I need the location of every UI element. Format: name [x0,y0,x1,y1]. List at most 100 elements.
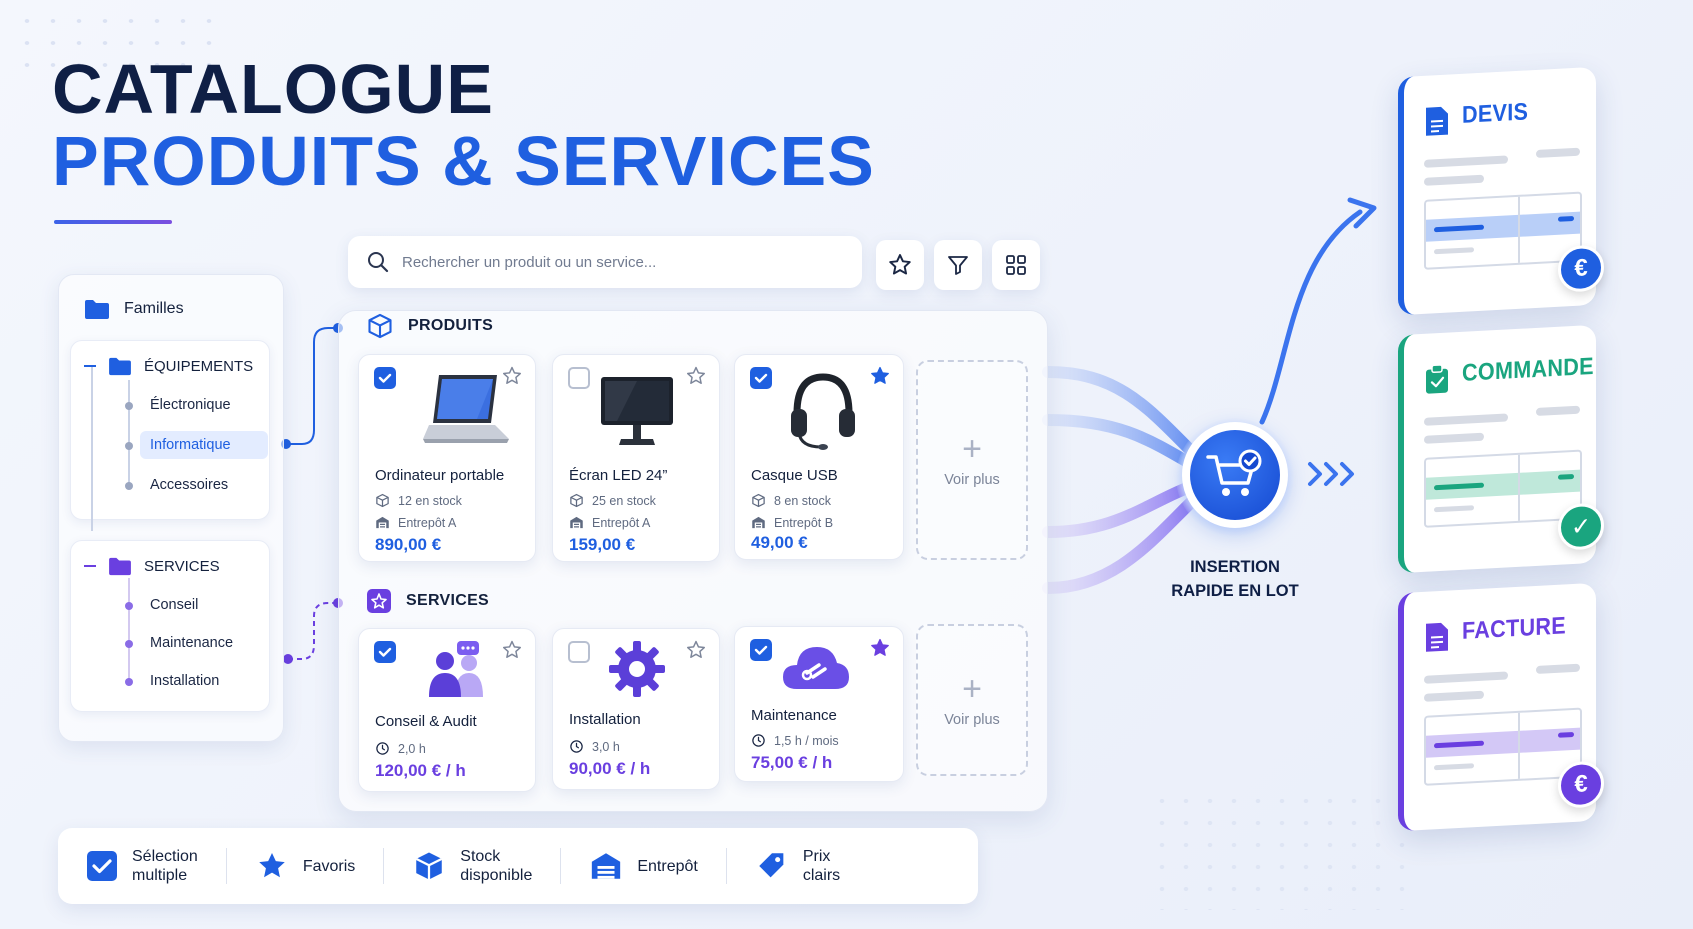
hub-label-line1: INSERTION [1190,558,1280,576]
tree-dot [125,402,133,410]
checkbox-unchecked[interactable] [568,367,590,389]
duration-text: 3,0 h [592,739,620,754]
hub-label-line2: RAPIDE EN LOT [1171,582,1299,600]
service-card[interactable]: Conseil & Audit 2,0 h 120,00 € / h [358,628,536,792]
family-services-label: SERVICES [144,557,220,575]
warehouse-info: Entrepôt A [375,515,456,530]
product-card[interactable]: Casque USB 8 en stock Entrepôt B 49,00 € [734,354,904,560]
search-icon [368,252,389,273]
families-header-label: Familles [124,300,184,317]
filter-button[interactable] [934,240,982,290]
divider [725,848,727,884]
tree-branch [84,565,96,567]
grid-view-button[interactable] [992,240,1040,290]
page-title-line1: CATALOGUE [52,50,494,128]
family-item-maintenance[interactable]: Maintenance [150,635,234,651]
star-icon[interactable] [501,639,523,661]
clipboard-icon [1426,364,1448,394]
warehouse-icon [376,516,389,529]
legend-label: Stock [460,848,501,865]
box-icon [416,852,443,880]
legend-label: Favoris [302,857,356,875]
checkbox-unchecked[interactable] [568,641,590,663]
family-equipements-label: ÉQUIPEMENTS [144,357,254,375]
family-item-informatique[interactable]: Informatique [140,431,268,459]
star-icon-filled[interactable] [869,365,891,387]
voir-plus-produits[interactable]: + Voir plus [916,360,1028,560]
bulk-insert-button[interactable] [1182,422,1288,528]
doc-col [1518,712,1520,779]
voir-plus-label: Voir plus [944,712,1000,728]
product-name: Casque USB [751,467,838,484]
euro-badge: € [1558,760,1604,809]
section-produits-label: PRODUITS [408,317,494,334]
document-title: COMMANDE [1462,352,1594,387]
service-name: Installation [569,711,641,728]
star-icon[interactable] [685,365,707,387]
warehouse-text: Entrepôt A [398,515,457,530]
doc-sheet: DEVIS € [1398,66,1604,316]
checkbox-checked[interactable] [374,367,396,389]
document-devis[interactable]: DEVIS € [1398,66,1608,316]
price-tag-icon [759,853,784,878]
service-card[interactable]: Installation 3,0 h 90,00 € / h [552,628,720,790]
star-icon [259,852,285,878]
tree-dot [125,442,133,450]
family-item-electronique[interactable]: Électronique [150,397,231,413]
voir-plus-services[interactable]: + Voir plus [916,624,1028,776]
family-item-conseil[interactable]: Conseil [150,597,199,613]
stock-info: 25 en stock [569,493,656,508]
section-produits: PRODUITS [366,312,493,340]
family-item-installation[interactable]: Installation [150,673,220,689]
box-icon [570,493,583,508]
legend-label: multiple [132,867,188,884]
families-header[interactable]: Familles [84,298,184,320]
family-services[interactable]: SERVICES [84,556,220,576]
tree-line [128,380,130,486]
document-facture[interactable]: FACTURE € [1398,582,1608,832]
tree-dot [125,602,133,610]
legend-label: Sélection [132,848,198,865]
duration-text: 1,5 h / mois [774,733,839,748]
doc-line [1434,247,1474,255]
family-item-accessoires[interactable]: Accessoires [150,477,229,493]
tree-line [91,365,93,531]
hub-core [1190,430,1280,520]
doc-line [1536,147,1580,158]
monitor-image [601,377,673,445]
favorites-filter-button[interactable] [876,240,924,290]
product-card[interactable]: Écran LED 24” 25 en stock Entrepôt A 159… [552,354,720,562]
duration-text: 2,0 h [398,741,426,756]
search-bar[interactable] [348,236,862,288]
voir-plus-label: Voir plus [944,472,1000,488]
tree-branch [84,365,96,367]
product-name: Ordinateur portable [375,467,505,484]
services-icon [367,589,391,613]
cart-check-icon [1206,449,1262,496]
family-group-equipements [70,340,270,520]
product-price: 890,00 € [375,535,442,554]
stock-text: 25 en stock [592,493,656,508]
service-card[interactable]: Maintenance 1,5 h / mois 75,00 € / h [734,626,904,782]
checkbox-checked[interactable] [374,641,396,663]
warehouse-icon [752,516,765,529]
checkbox-checked[interactable] [750,367,772,389]
stock-text: 8 en stock [774,493,831,508]
box-icon [368,313,392,339]
star-icon[interactable] [501,365,523,387]
checkbox-checked[interactable] [750,639,772,661]
doc-line [1424,432,1484,444]
product-card[interactable]: Ordinateur portable 12 en stock Entrepôt… [358,354,536,562]
family-equipements[interactable]: ÉQUIPEMENTS [84,356,254,376]
document-commande[interactable]: COMMANDE ✓ [1398,324,1608,574]
star-icon-filled[interactable] [869,637,891,659]
search-input[interactable] [402,253,842,271]
cloud-maintenance-image [783,647,849,689]
doc-col [1518,454,1520,521]
doc-line [1558,731,1574,738]
doc-line [1424,690,1484,702]
duration-info: 3,0 h [569,739,620,754]
star-icon[interactable] [685,639,707,661]
